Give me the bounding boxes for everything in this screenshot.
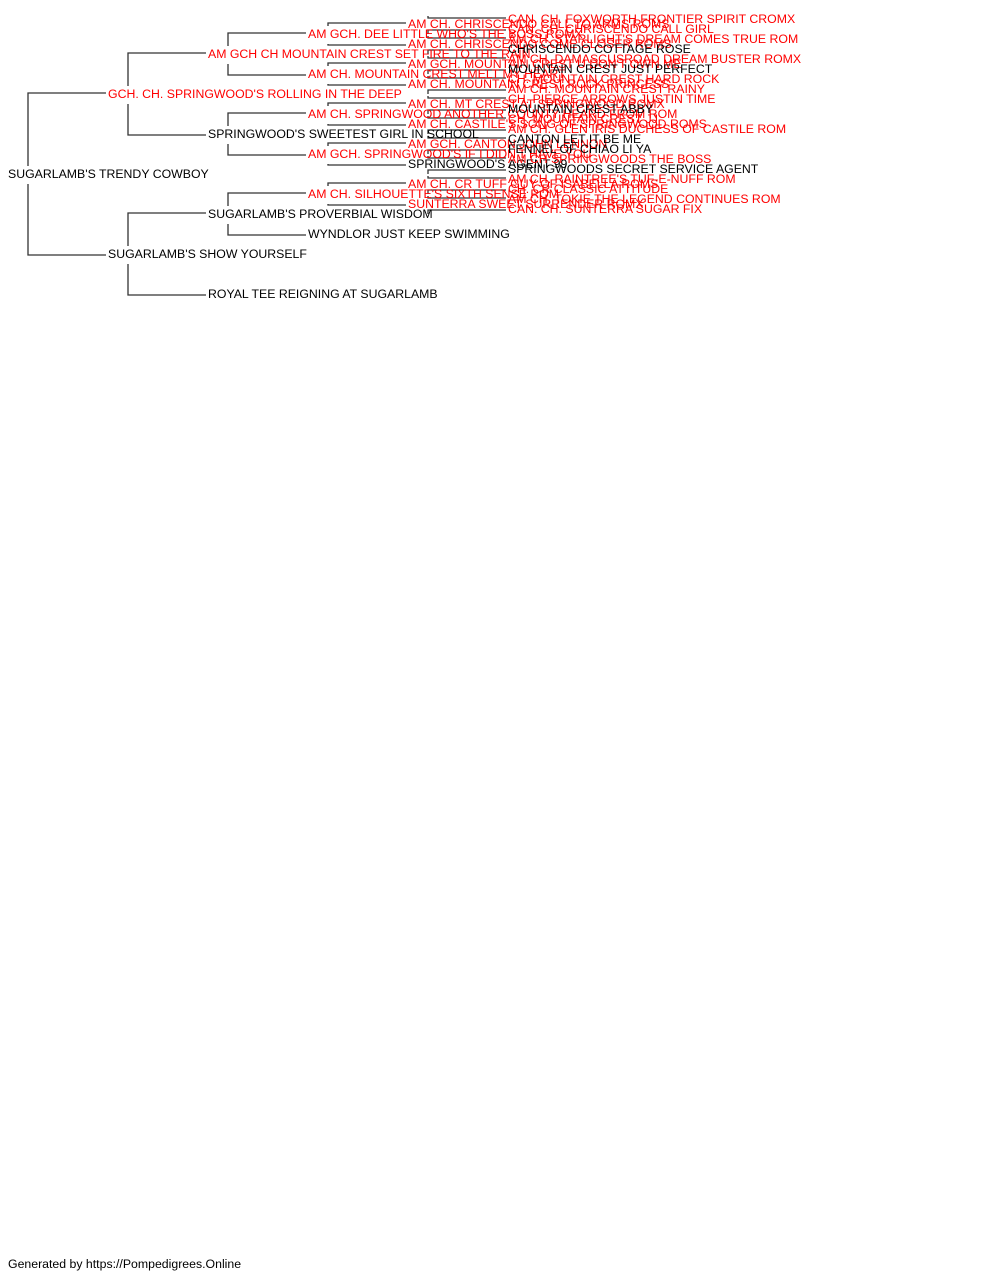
connector-line: [327, 124, 406, 126]
pedigree-dam: SPRINGWOOD'S AGENT 99: [408, 157, 568, 171]
connector-line: [427, 116, 506, 119]
connector-line: [227, 192, 306, 206]
pedigree-dam: AM GCH. SPRINGWOOD'S IF I DIDN'T HAVE YO…: [308, 147, 592, 161]
connector-line: [427, 96, 506, 99]
pedigree-dam: FENNEL OF CHIAO LI YA: [508, 142, 652, 156]
connector-line: [327, 182, 406, 186]
pedigree-sire: AM CH. RAINTREE'S TUF-E-NUFF ROM: [508, 172, 736, 186]
connector-line: [27, 184, 106, 256]
pedigree-dam: ROYAL TEE REIGNING AT SUGARLAMB: [208, 287, 438, 301]
pedigree-sire: AM CH. MT CREST AT SPRINGWOOD ROMX: [408, 97, 665, 111]
connector-line: [427, 196, 506, 199]
connector-line: [427, 209, 506, 214]
pedigree-dam: SPRINGWOODS SECRET SERVICE AGENT: [508, 162, 759, 176]
pedigree-dam: CHRISCENDO COTTAGE ROSE: [508, 42, 691, 56]
connector-line: [427, 156, 506, 159]
connector-line: [427, 56, 506, 59]
connector-line: [227, 64, 306, 76]
connector-line: [427, 149, 506, 154]
pedigree-subject: SUGARLAMB'S TRENDY COWBOY: [8, 167, 209, 181]
connector-line: [327, 62, 406, 66]
connector-line: [27, 92, 106, 166]
connector-line: [427, 129, 506, 134]
pedigree-sire: AM CH. TOKIE THE LEGEND CONTINUES ROM: [508, 192, 781, 206]
pedigree-sire: AM CH. CHRISCENDO CALL TO ARMS ROMS: [408, 17, 670, 31]
pedigree-dam: SUGARLAMB'S SHOW YOURSELF: [108, 247, 307, 261]
connector-line: [427, 176, 506, 179]
pedigree-dam: CH. CR CLASSIC ATTITUDE: [508, 182, 669, 196]
pedigree-dam: SUNTERRA SWEET SURRENDER ROMX: [408, 197, 644, 211]
pedigree-dam: AM CH. MOUNTAIN CREST ROCK PRINCESS: [408, 77, 670, 91]
pedigree-sire: AM CH. SILHOUETTE'S SIXTH SENSE ROM: [308, 187, 560, 201]
pedigree-dam: CAN. CH. CHRISCENDO CALL GIRL: [508, 22, 714, 36]
connector-line: [427, 49, 506, 54]
connector-line: [427, 169, 506, 174]
pedigree-sire: AM GCH. MOUNTAIN CREST U DON'T OWN ME: [408, 57, 682, 71]
pedigree-sire: CH. MOUNTAIN CREST JJ: [508, 112, 658, 126]
pedigree-sire: CANTON LET IT BE ME: [508, 132, 642, 146]
connector-line: [127, 264, 206, 296]
pedigree-sire: AM GCH CH MOUNTAIN CREST SET FIRE TO THE…: [208, 47, 531, 61]
connector-line: [327, 142, 406, 146]
pedigree-sire: CAN. CH. FOXWORTH FRONTIER SPIRIT CROMX: [508, 12, 796, 26]
connector-line: [427, 189, 506, 194]
connector-line: [127, 104, 206, 136]
connector-line: [327, 44, 406, 46]
connector-line: [427, 89, 506, 94]
connector-line: [227, 224, 306, 236]
connector-line: [427, 36, 506, 39]
connector-line: [427, 109, 506, 114]
connector-line: [427, 16, 506, 19]
pedigree-dam: SPRINGWOOD'S SWEETEST GIRL IN SCHOOL: [208, 127, 479, 141]
connector-line: [427, 69, 506, 74]
connector-line: [327, 102, 406, 106]
pedigree-sire: AM CH. STARLIGHT'S DREAM COMES TRUE ROM: [508, 32, 799, 46]
pedigree-dam: AM CH. GLEN IRIS DUCHESS OF CASTILE ROM: [508, 122, 787, 136]
connector-line: [327, 22, 406, 26]
pedigree-dam: MOUNTAIN CREST ABBY: [508, 102, 654, 116]
pedigree-sire: AM CH SPRINGWOODS THE BOSS: [508, 152, 712, 166]
pedigree-dam: AM CH. MOUNTAIN CREST RAINY: [508, 82, 705, 96]
pedigree-sire: AM GCH. DEE LITTLE WHO'S THE BOSS ROMX: [308, 27, 583, 41]
pedigree-dam: AM CH. MOUNTAIN CREST MELT MY HEART: [308, 67, 566, 81]
connector-line: [327, 204, 406, 206]
pedigree-sire: AM GCH. CANTON JOHN LENNON: [408, 137, 608, 151]
connector-line: [227, 32, 306, 46]
pedigree-sire: SUGARLAMB'S PROVERBIAL WISDOM: [208, 207, 433, 221]
connector-line: [427, 29, 506, 34]
pedigree-sire: GCH. CH. SPRINGWOOD'S ROLLING IN THE DEE…: [108, 87, 402, 101]
pedigree-sire: AM CH. CR TUFF GUY OF ISABELLA ROMS: [408, 177, 659, 191]
connector-line: [127, 52, 206, 86]
pedigree-sire: CH. PIERCE ARROWS JUSTIN TIME: [508, 92, 716, 106]
connector-line: [227, 112, 306, 126]
connector-line: [327, 84, 406, 86]
connector-line: [427, 136, 506, 139]
pedigree-dam: MOUNTAIN CREST JUST PERFECT: [508, 62, 713, 76]
pedigree-sire: CH. MOUNTAIN CREST HARD ROCK: [508, 72, 720, 86]
connector-line: [427, 76, 506, 79]
pedigree-sire: AM CH. SPRINGWOOD ANOTHER COUNTY HEARD F…: [308, 107, 678, 121]
pedigree-dam: CAN. CH. SUNTERRA SUGAR FIX: [508, 202, 703, 216]
connector-line: [127, 212, 206, 246]
pedigree-sire: AM CH. DAMASCUSROAD DREAM BUSTER ROMX: [508, 52, 802, 66]
pedigree-dam: AM CH. CHRISCENDO COME CLOSER ROMS: [408, 37, 672, 51]
connector-line: [227, 144, 306, 156]
connector-line: [327, 164, 406, 166]
pedigree-dam: AM CH. CASTILE'S SONG OF SPRINGWOOD ROMS: [408, 117, 707, 131]
pedigree-dam: WYNDLOR JUST KEEP SWIMMING: [308, 227, 510, 241]
footer-credit: Generated by https://Pompedigrees.Online: [8, 1257, 242, 1271]
